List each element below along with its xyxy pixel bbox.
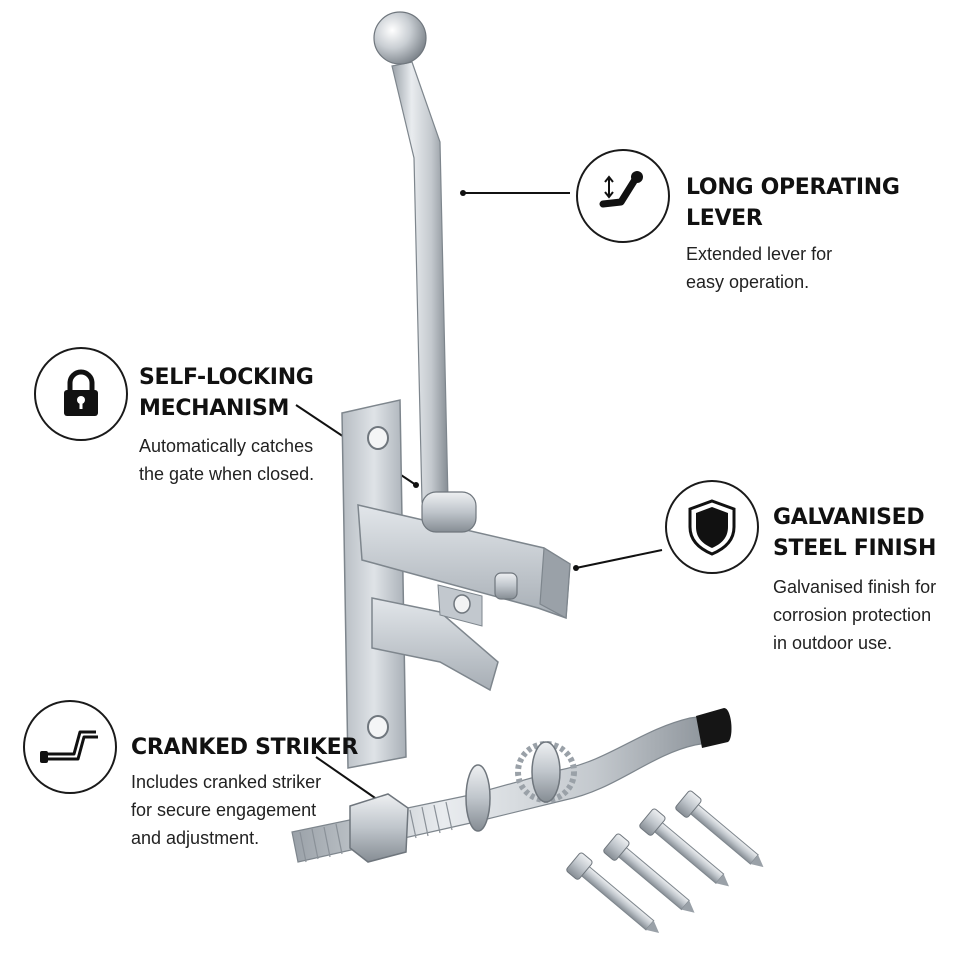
- cranked-striker-icon-badge: [23, 700, 117, 794]
- feature-desc-line-1: Galvanised finish for: [773, 577, 937, 597]
- lever-icon: [599, 171, 643, 208]
- feature-desc-line-1: Automatically catches: [139, 436, 314, 456]
- lever-icon-badge: [576, 149, 670, 243]
- feature-desc-line-2: the gate when closed.: [139, 464, 315, 484]
- feature-desc-line-1: Includes cranked striker: [131, 772, 322, 792]
- feature-title-line-1: GALVANISED: [773, 505, 925, 530]
- mounting-plate: [341, 399, 407, 769]
- padlock-icon: [64, 369, 98, 416]
- shield-icon: [688, 499, 736, 556]
- shield-icon-badge: [665, 480, 759, 574]
- feature-title-line-2: MECHANISM: [139, 396, 290, 421]
- feature-title-line-1: LONG OPERATING: [686, 175, 900, 200]
- operating-lever: [373, 11, 477, 533]
- callout-line-finish: [573, 549, 663, 571]
- callout-line-lever: [460, 190, 570, 196]
- cranked-striker-bolt: [291, 708, 732, 863]
- latch-housing: [357, 504, 571, 627]
- feature-desc-line-1: Extended lever for: [686, 244, 833, 264]
- feature-title-line-1: SELF-LOCKING: [139, 365, 314, 390]
- feature-desc-line-2: for secure engagement: [131, 800, 317, 820]
- feature-title-line-2: LEVER: [686, 206, 763, 231]
- feature-desc-line-3: and adjustment.: [131, 828, 260, 848]
- coach-screws: [566, 790, 764, 933]
- feature-desc-line-3: in outdoor use.: [773, 633, 893, 653]
- feature-title-line-2: STEEL FINISH: [773, 536, 937, 561]
- cranked-striker-icon: [40, 730, 98, 763]
- padlock-icon-badge: [34, 347, 128, 441]
- feature-desc-line-2: corrosion protection: [773, 605, 932, 625]
- feature-title-line-1: CRANKED STRIKER: [131, 735, 359, 760]
- feature-desc-line-2: easy operation.: [686, 272, 810, 292]
